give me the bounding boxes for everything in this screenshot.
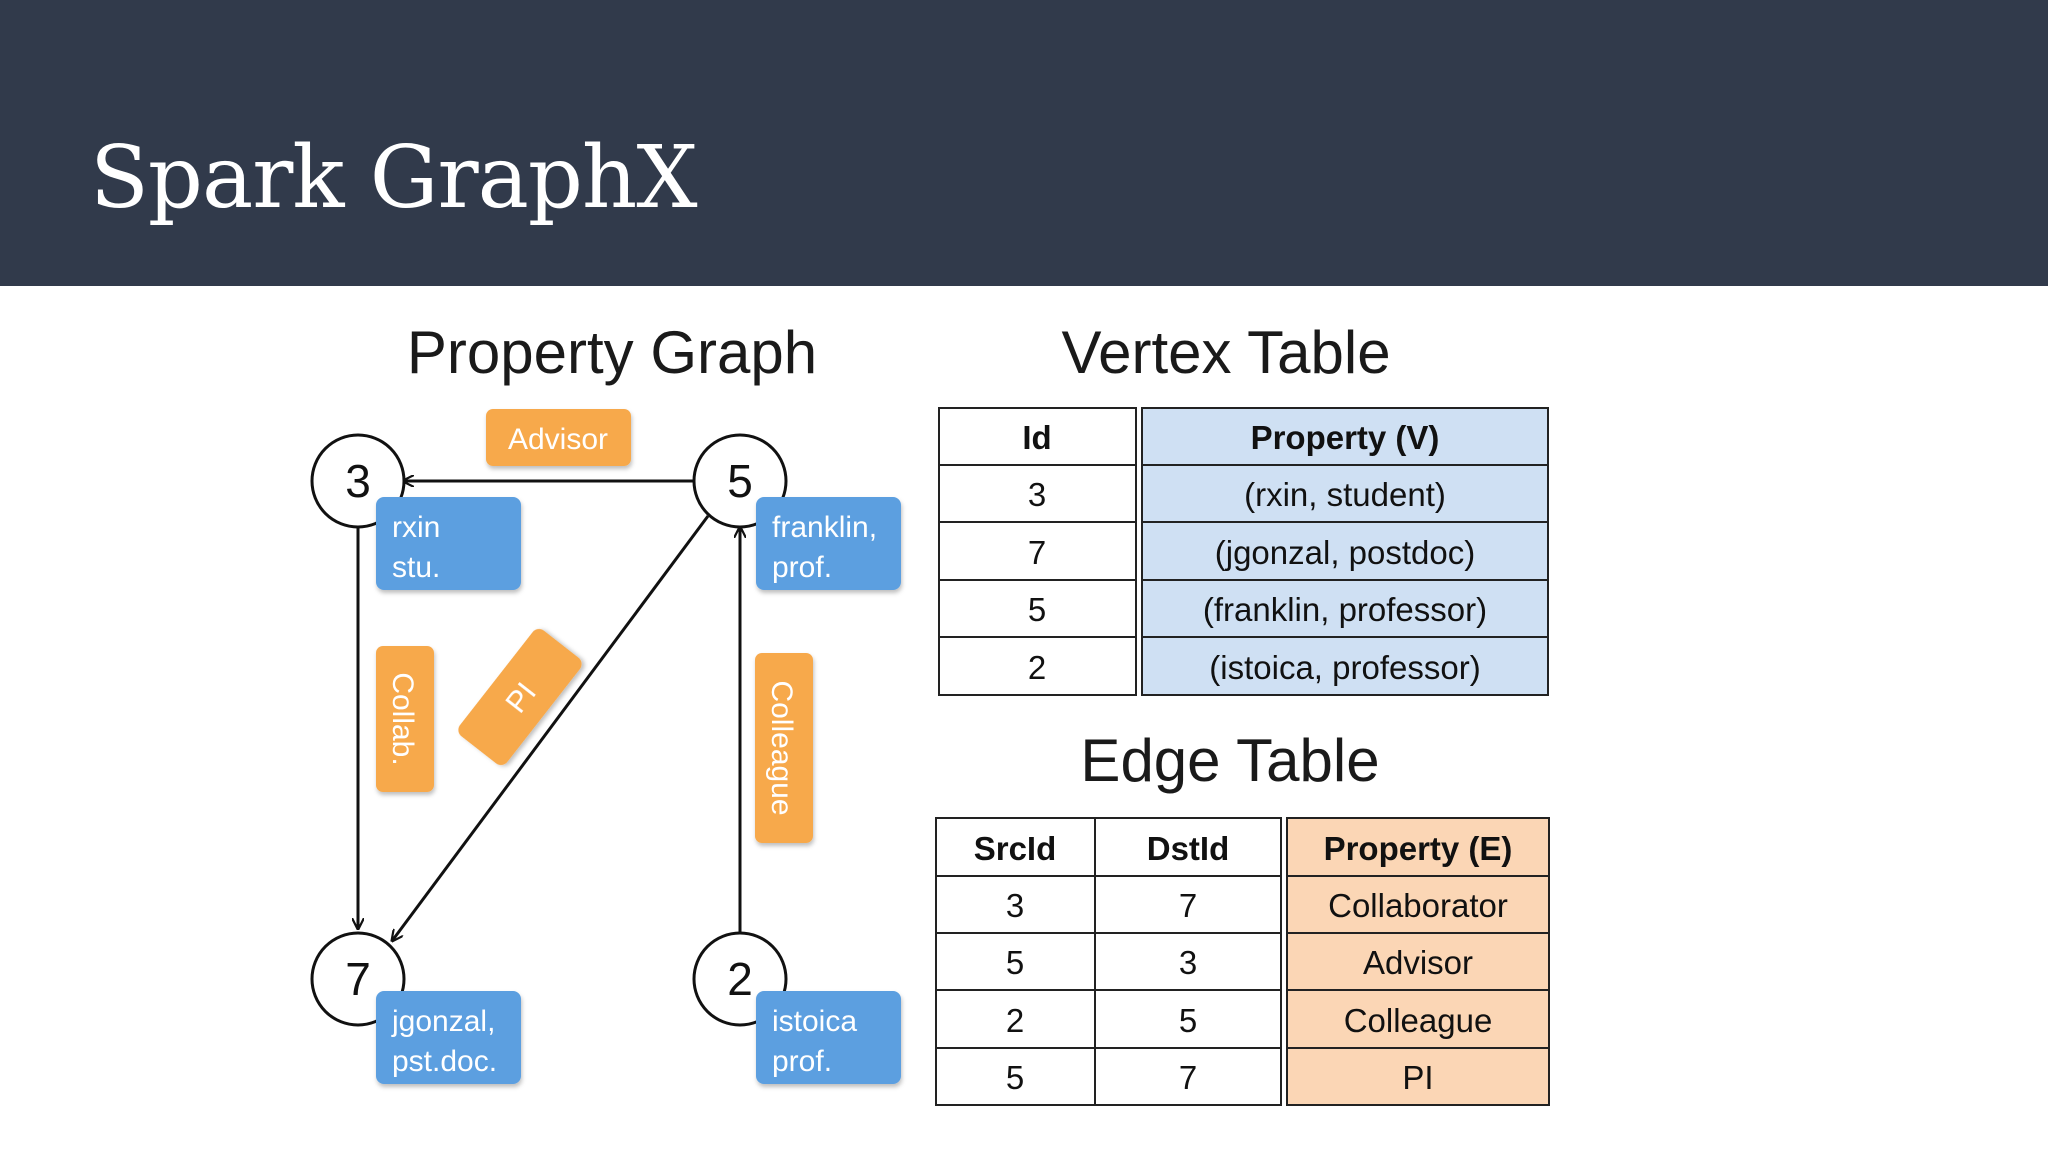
vertex-id-cell: 3 xyxy=(1028,476,1046,513)
graph-node-3: 3 rxin stu. xyxy=(310,433,521,590)
edge-table-header-cell xyxy=(1286,817,1550,877)
edge-label-advisor: Advisor xyxy=(486,409,631,466)
edge-label-advisor-text: Advisor xyxy=(508,423,608,456)
table-row: 5 7 PI xyxy=(935,1047,1550,1106)
vertex-property-cell: (istoica, professor) xyxy=(1209,649,1480,686)
table-row: 3 7 Collaborator xyxy=(935,875,1550,934)
vertex-property-cell: (franklin, professor) xyxy=(1203,591,1487,628)
edge-label-pi: PI xyxy=(458,628,582,766)
graph-node-3-id: 3 xyxy=(345,455,371,507)
vertex-table-header-property: Property (V) xyxy=(1251,419,1440,456)
edge-table-header-dstid: DstId xyxy=(1147,830,1230,867)
vertex-id-cell: 5 xyxy=(1028,591,1046,628)
edge-table: Edge Table SrcId DstId Property (E) 3 7 … xyxy=(935,727,1550,1106)
edge-property-cell: Colleague xyxy=(1344,1002,1493,1039)
vertex-property-cell: (jgonzal, postdoc) xyxy=(1215,534,1475,571)
graph-node-7-props: jgonzal, pst.doc. xyxy=(376,991,521,1084)
graph-node-2-prop-line2: prof. xyxy=(772,1045,832,1078)
edge-property-cell: PI xyxy=(1402,1059,1433,1096)
graph-node-3-props: rxin stu. xyxy=(376,497,521,590)
edge-dst-cell: 5 xyxy=(1179,1002,1197,1039)
vertex-table-header: Id Property (V) xyxy=(938,407,1549,466)
graph-node-3-prop-line2: stu. xyxy=(392,551,440,584)
graph-node-5-prop-line2: prof. xyxy=(772,551,832,584)
vertex-property-cell: (rxin, student) xyxy=(1244,476,1446,513)
edge-table-header: SrcId DstId Property (E) xyxy=(935,817,1550,877)
edge-src-cell: 5 xyxy=(1006,944,1024,981)
table-row: 5 (franklin, professor) xyxy=(938,579,1549,638)
edge-dst-cell: 3 xyxy=(1179,944,1197,981)
graph-node-2-prop-line1: istoica xyxy=(772,1005,857,1038)
edge-property-cell: Collaborator xyxy=(1328,887,1508,924)
table-row: 2 (istoica, professor) xyxy=(938,636,1549,696)
graph-node-2: 2 istoica prof. xyxy=(692,931,901,1084)
graph-node-3-prop-line1: rxin xyxy=(392,511,440,544)
edge-dst-cell: 7 xyxy=(1179,1059,1197,1096)
graph-node-5: 5 franklin, prof. xyxy=(692,433,901,590)
edge-property-cell: Advisor xyxy=(1363,944,1473,981)
graph-node-5-id: 5 xyxy=(727,455,753,507)
edge-table-header-srcid: SrcId xyxy=(974,830,1057,867)
graph-node-2-props: istoica prof. xyxy=(756,991,901,1084)
table-row: 5 3 Advisor xyxy=(935,932,1550,991)
edge-label-colleague-text: Colleague xyxy=(765,680,798,815)
slide-title: Spark GraphX xyxy=(90,128,698,228)
slide-header: Spark GraphX xyxy=(0,0,2048,286)
vertex-table-header-id: Id xyxy=(1022,419,1051,456)
vertex-table: Vertex Table Id Property (V) 3 (rxin, st… xyxy=(938,319,1549,696)
edge-src-cell: 2 xyxy=(1006,1002,1024,1039)
graph-node-5-props: franklin, prof. xyxy=(756,497,901,590)
vertex-id-cell: 2 xyxy=(1028,649,1046,686)
edge-line-pi xyxy=(392,515,710,941)
property-graph-title: Property Graph xyxy=(407,319,817,386)
graph-node-5-prop-line1: franklin, xyxy=(772,511,877,544)
graph-node-7-prop-line2: pst.doc. xyxy=(392,1045,497,1078)
table-row: 2 5 Colleague xyxy=(935,989,1550,1049)
table-row: 7 (jgonzal, postdoc) xyxy=(938,521,1549,581)
property-graph: Property Graph Advisor Collab. PI Collea… xyxy=(310,319,901,1084)
edge-label-colleague: Colleague xyxy=(755,653,813,843)
table-row: 3 (rxin, student) xyxy=(938,464,1549,523)
edge-label-collab: Collab. xyxy=(376,646,434,792)
graphx-diagram: Property Graph Advisor Collab. PI Collea… xyxy=(310,319,1550,1106)
edge-src-cell: 5 xyxy=(1006,1059,1024,1096)
graph-node-7: 7 jgonzal, pst.doc. xyxy=(310,931,521,1084)
edge-label-collab-text: Collab. xyxy=(386,672,419,765)
edge-src-cell: 3 xyxy=(1006,887,1024,924)
edge-table-header-cell xyxy=(1094,817,1282,877)
graph-node-7-id: 7 xyxy=(345,953,371,1005)
edge-table-title: Edge Table xyxy=(1080,727,1379,794)
vertex-table-header-cell xyxy=(1141,407,1549,466)
edge-dst-cell: 7 xyxy=(1179,887,1197,924)
vertex-table-title: Vertex Table xyxy=(1061,319,1390,386)
vertex-id-cell: 7 xyxy=(1028,534,1046,571)
graph-node-2-id: 2 xyxy=(727,953,753,1005)
edge-table-header-property: Property (E) xyxy=(1324,830,1513,867)
graph-node-7-prop-line1: jgonzal, xyxy=(391,1005,495,1038)
